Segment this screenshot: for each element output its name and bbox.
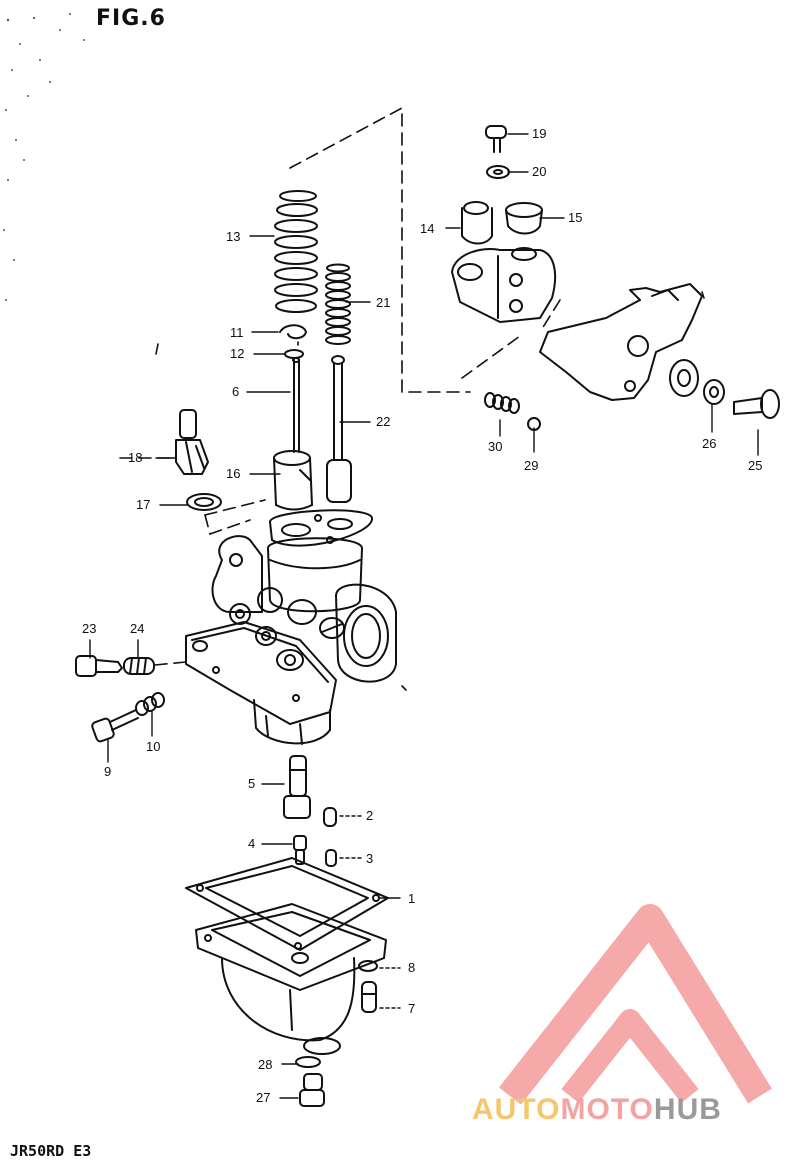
lever-spacer	[669, 359, 699, 397]
part-1-float-chamber-gasket	[185, 857, 389, 951]
callout-16: 16	[226, 466, 241, 481]
callout-21: 21	[376, 295, 391, 310]
part-9-screw	[91, 709, 139, 743]
part-30-spring	[484, 392, 520, 414]
part-11-clip	[279, 324, 307, 340]
part-6-jet-needle	[292, 357, 300, 453]
carburetor-body	[185, 509, 397, 745]
part-7-screw	[361, 981, 377, 1013]
part-3-jet	[325, 849, 337, 867]
callout-27: 27	[256, 1090, 271, 1105]
assembly-guide-lines	[119, 107, 561, 666]
callout-24: 24	[130, 621, 145, 636]
part-13-spring	[274, 190, 318, 313]
scan-noise	[3, 13, 85, 301]
callout-10: 10	[146, 739, 161, 754]
part-10-spring	[135, 692, 165, 716]
callout-28: 28	[258, 1057, 273, 1072]
callout-14: 14	[420, 221, 435, 236]
callout-5: 5	[248, 776, 256, 791]
part-15-cap	[505, 202, 543, 235]
logo-word-moto: MOTO	[560, 1093, 654, 1126]
part-20-washer	[486, 165, 510, 179]
watermark-logo-text: AUTOMOTOHUB	[472, 1093, 722, 1127]
callout-11: 11	[230, 325, 244, 340]
part-19-screw	[485, 125, 507, 153]
part-27-drain-bolt	[299, 1073, 325, 1107]
callout-12: 12	[230, 346, 245, 361]
callout-26: 26	[702, 436, 717, 451]
part-17-washer	[186, 493, 222, 511]
part-4-pilot-jet	[293, 835, 307, 865]
part-24-spring	[123, 657, 155, 675]
callout-30: 30	[488, 439, 503, 454]
watermark-logo-mark	[498, 904, 772, 1105]
part-5-main-jet	[283, 755, 311, 819]
callout-4: 4	[248, 836, 256, 851]
part-16-throttle-valve	[273, 450, 313, 511]
starter-lever-arm	[539, 283, 703, 401]
figure-title: FIG.6	[96, 6, 166, 31]
part-28-washer	[295, 1056, 321, 1068]
part-2-jet	[323, 807, 337, 827]
starter-bracket-block	[451, 247, 557, 323]
part-14-cap	[461, 201, 493, 245]
callout-23: 23	[82, 621, 97, 636]
callout-13: 13	[226, 229, 241, 244]
part-23-screw	[75, 655, 123, 677]
model-code: JR50RD E3	[10, 1142, 92, 1160]
logo-word-hub: HUB	[653, 1093, 722, 1126]
callout-8: 8	[408, 960, 416, 975]
callout-1: 1	[408, 891, 416, 906]
part-29-ball	[527, 417, 541, 431]
callout-29: 29	[524, 458, 539, 473]
callout-18: 18	[128, 450, 143, 465]
part-22-starter-plunger	[326, 355, 352, 503]
callout-19: 19	[532, 126, 547, 141]
logo-word-auto: AUTO	[472, 1093, 561, 1126]
part-18-fuel-nipple	[175, 409, 209, 475]
float-chamber	[195, 903, 387, 1055]
part-25-bolt	[733, 389, 780, 419]
part-12-washer	[284, 349, 304, 359]
callout-25: 25	[748, 458, 763, 473]
callout-17: 17	[136, 497, 151, 512]
callout-3: 3	[366, 851, 374, 866]
part-8-washer	[358, 960, 378, 972]
callout-9: 9	[104, 764, 112, 779]
callout-7: 7	[408, 1001, 416, 1016]
callout-20: 20	[532, 164, 547, 179]
callout-15: 15	[568, 210, 583, 225]
part-26-washer	[703, 379, 725, 405]
callout-2: 2	[366, 808, 374, 823]
callout-6: 6	[232, 384, 240, 399]
callout-22: 22	[376, 414, 391, 429]
part-21-spring	[325, 263, 351, 345]
